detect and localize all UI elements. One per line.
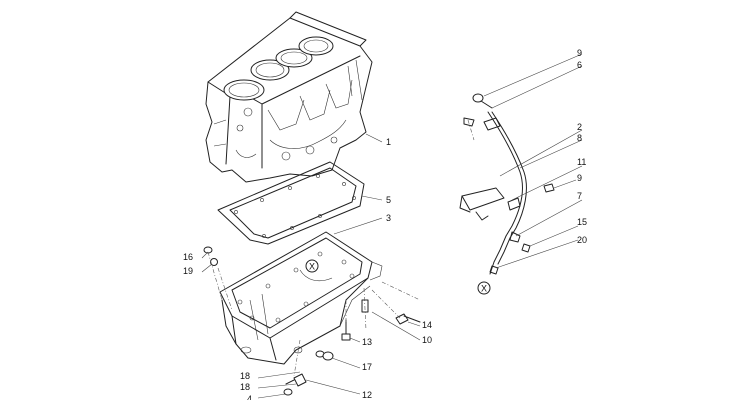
alignment-lines <box>207 119 475 377</box>
dipstick-assembly <box>459 93 555 275</box>
callout-2: 2 <box>577 122 582 132</box>
callout-9-lower: 9 <box>577 173 582 183</box>
callout-9-top: 9 <box>577 48 582 58</box>
callout-11: 11 <box>577 157 586 167</box>
leader-lines <box>201 53 583 399</box>
callout-10: 10 <box>422 335 432 345</box>
callout-20: 20 <box>577 235 587 245</box>
callout-15: 15 <box>577 217 587 227</box>
callout-19: 19 <box>183 266 193 276</box>
callout-5: 5 <box>386 195 391 205</box>
callout-6: 6 <box>577 60 582 70</box>
oil-pan-gasket <box>217 161 365 245</box>
callout-13: 13 <box>362 337 372 347</box>
callout-14: 14 <box>422 320 432 330</box>
callout-12: 12 <box>362 390 372 400</box>
callout-17: 17 <box>362 362 372 372</box>
connector-mark-pan-label: X <box>309 262 315 272</box>
callout-8: 8 <box>577 133 582 143</box>
connector-mark-tube: X <box>477 281 491 295</box>
callout-18-a: 18 <box>240 371 250 381</box>
callout-7: 7 <box>577 191 582 201</box>
callout-3: 3 <box>386 213 391 223</box>
connector-mark-pan: X <box>305 259 319 273</box>
oil-pan <box>219 231 383 365</box>
connector-mark-tube-label: X <box>481 284 487 294</box>
callout-16: 16 <box>183 252 193 262</box>
callout-18-b: 18 <box>240 382 250 392</box>
callout-4: 4 <box>247 394 252 400</box>
callout-1: 1 <box>386 137 391 147</box>
fasteners <box>203 246 421 396</box>
engine-block <box>205 11 373 183</box>
callout-labels: 1 2 3 4 5 6 7 8 9 9 10 11 12 13 14 15 16… <box>183 48 587 400</box>
